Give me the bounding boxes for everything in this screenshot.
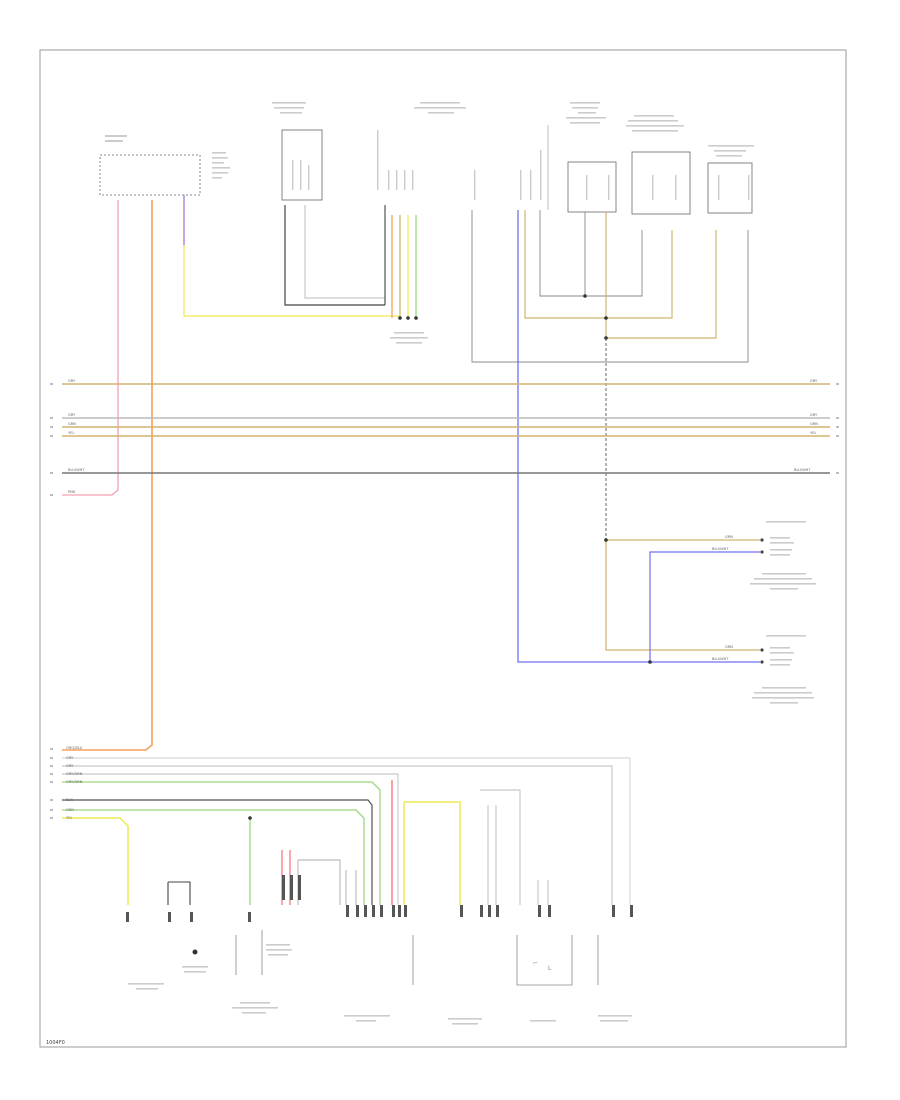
svg-text:L: L [548,965,552,972]
svg-text:YEL: YEL [66,816,72,820]
svg-text:GRY: GRY [810,413,818,417]
svg-text:GRN: GRN [725,645,733,649]
blue-wire [517,210,760,663]
bus-label-3: GRN [68,422,76,426]
tcm-grey-lead-left [471,210,749,363]
svg-text:ORG/BLU: ORG/BLU [66,746,83,750]
bus-label-1: GRY [68,379,76,383]
gauge-box-outline [281,129,323,201]
svg-text:GRN: GRN [810,422,818,426]
lower-green-2 [62,809,365,905]
lower-green-1 [62,781,381,905]
svg-text:BLU/WHT: BLU/WHT [794,468,811,472]
svg-text:GRN: GRN [725,535,733,539]
bottom-component-outlines [235,930,599,986]
bus-label-2: GRY [68,413,76,417]
component-boxes-top [99,129,753,215]
lower-bus-labels: ORG/BLU GRY GRY GRY/GRN GRY/GRN BLK GRN YEL [66,746,83,820]
svg-text:GRY: GRY [810,379,818,383]
svg-text:⌐: ⌐ [533,960,538,967]
gauge-grey-lead [304,205,385,299]
pink-wire [62,200,119,496]
svg-text:YEL: YEL [810,431,816,435]
svg-text:GRY: GRY [66,756,74,760]
grey-lead-b [539,210,643,297]
svg-text:GRN: GRN [66,808,74,812]
fuse-box-outline [99,154,201,196]
gauge-dark-lead [284,205,385,306]
yellow-lead [183,245,400,317]
orange-wire [62,200,153,751]
bus-labels: GRY GRY GRN YEL BLU/WHT PNK GRY GRY GRN … [68,379,818,494]
right-blue-branch [649,551,760,662]
bus-label-5: BLU/WHT [68,468,85,472]
right-module-label-marks [750,521,816,704]
bottom-label-marks [128,944,632,1025]
lower-grey-1 [62,757,631,905]
svg-text:BLU/WHT: BLU/WHT [712,657,729,661]
tan-lead-a [524,210,673,319]
bus-label-6: PNK [68,490,76,494]
lower-grey-3 [62,773,399,905]
top-splice-dots [398,316,418,320]
lower-pin-marks [50,748,53,819]
svg-text:BLK: BLK [66,798,73,802]
svg-text:GRY/GRN: GRY/GRN [66,780,83,784]
page-frame [39,49,847,1048]
lower-grey-2 [62,765,613,905]
bus-lines [62,383,830,474]
right-tan-vertical [605,540,760,651]
svg-text:GRY/GRN: GRY/GRN [66,772,83,776]
bus-pin-marks [50,383,839,496]
right-module-pins [760,538,764,664]
tan-lead-c [605,212,717,339]
svg-text:GRY: GRY [66,764,74,768]
neutral-switch-box-outline [631,151,691,215]
bus-label-4: YEL [68,431,74,435]
svg-text:BLU/WHT: BLU/WHT [712,547,729,551]
shift-lock-box-outline [567,161,617,213]
lamp-box-outline [707,162,753,214]
lower-yellow [62,817,129,905]
lower-black [62,799,373,905]
top-label-marks [105,102,754,179]
lower-harness [62,757,631,905]
footer-code: 1004F0 [46,1040,65,1046]
bottom-connector-pins [126,875,633,922]
